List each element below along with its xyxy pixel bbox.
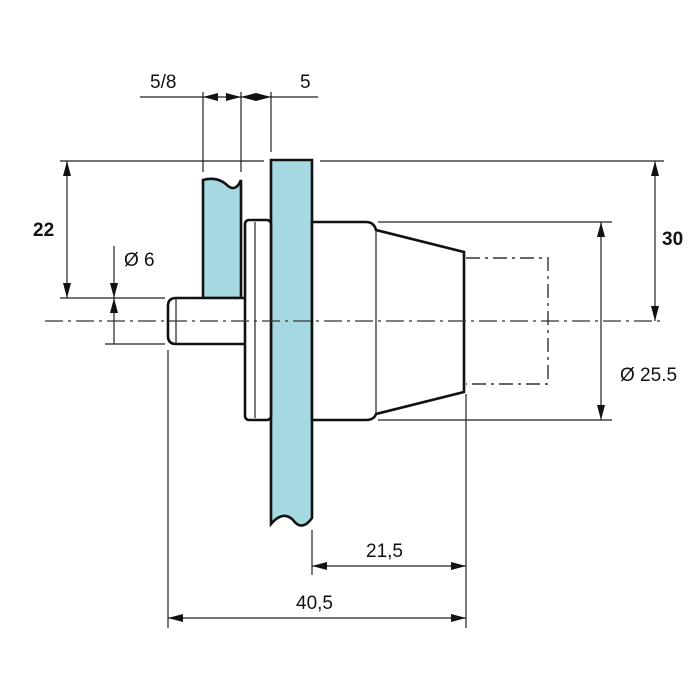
arrow-top-4 <box>256 93 271 101</box>
arrow-21-5-left <box>312 562 327 570</box>
collar <box>243 218 273 422</box>
left-panel-section <box>201 177 243 300</box>
arrow-21-5-right <box>451 562 466 570</box>
dim-label-panel-thickness: 5/8 <box>150 72 176 93</box>
arrow-pin-bottom <box>110 298 118 313</box>
arrow-40-5-right <box>451 614 466 622</box>
arrow-22-bottom <box>63 283 71 298</box>
arrow-top-2 <box>226 93 241 101</box>
arrow-30-top <box>651 161 659 176</box>
dim-label-40-5: 40,5 <box>296 593 333 614</box>
arrow-pin-top <box>110 283 118 298</box>
dim-label-22: 22 <box>33 220 54 241</box>
arrow-top-1 <box>203 93 218 101</box>
dim-label-30: 30 <box>662 229 683 250</box>
arrow-40-5-left <box>168 614 183 622</box>
dim-label-21-5: 21,5 <box>366 541 403 562</box>
arrow-body-bottom <box>597 405 605 420</box>
dim-label-body-diameter: Ø 25.5 <box>620 365 677 386</box>
arrow-22-top <box>63 161 71 176</box>
arrow-30-bottom <box>651 306 659 321</box>
dim-label-clearance: 5 <box>300 72 311 93</box>
mounting-panel-section <box>269 158 314 528</box>
dim-label-pin-diameter: Ø 6 <box>124 250 155 271</box>
arrow-body-top <box>597 222 605 237</box>
arrow-top-3 <box>241 93 256 101</box>
